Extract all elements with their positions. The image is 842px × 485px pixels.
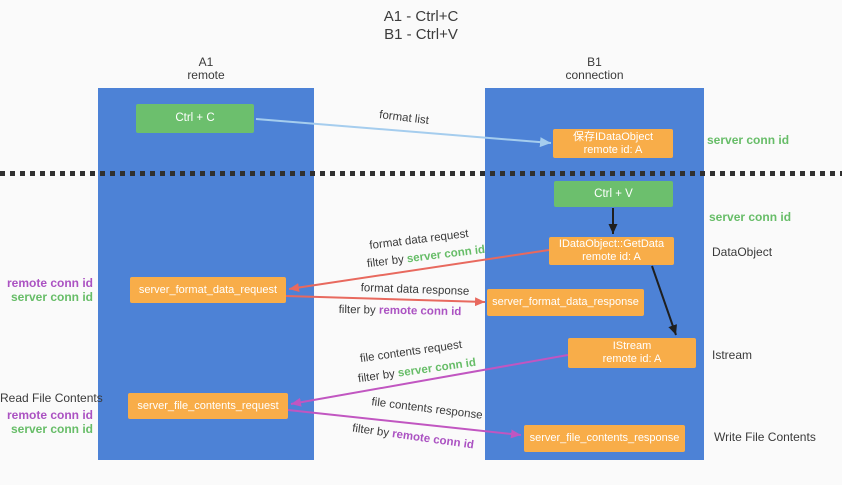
server-file-contents-response-label: server_file_contents_response <box>529 432 680 444</box>
file-request-conn-ids: remote conn id server conn id <box>0 408 93 436</box>
getdata-line2: remote id: A <box>582 251 641 263</box>
ctrl-c-node: Ctrl + C <box>136 104 254 133</box>
istream-side-label: Istream <box>712 348 753 362</box>
istream-line1: IStream <box>612 340 652 352</box>
server-format-data-request-node: server_format_data_request <box>130 277 286 303</box>
istream-line2: remote id: A <box>602 353 662 365</box>
getdata-to-istream-arrow <box>651 265 677 336</box>
filter-by-text: filter by <box>338 303 376 317</box>
remote-conn-id-text: remote conn id <box>378 304 462 319</box>
server-conn-id-label: server conn id <box>10 290 93 304</box>
getdata-line1: IDataObject::GetData <box>558 238 665 250</box>
save-idataobject-node: 保存IDataObject remote id: A <box>553 129 673 158</box>
server-file-contents-request-label: server_file_contents_request <box>137 399 279 412</box>
format-data-response-arrow <box>285 295 486 307</box>
remote-conn-id-label: remote conn id <box>6 276 93 290</box>
server-format-data-request-label: server_format_data_request <box>138 283 278 296</box>
right-column-name: B1 <box>587 55 602 69</box>
ctrl-v-label: Ctrl + V <box>594 187 633 200</box>
server-file-contents-request-node: server_file_contents_request <box>128 393 288 419</box>
ctrl-v-node: Ctrl + V <box>554 181 673 207</box>
server-conn-id-label: server conn id <box>10 422 93 436</box>
save-idataobject-line1: 保存IDataObject <box>572 130 654 143</box>
right-column-subtitle: connection <box>565 68 624 82</box>
server-file-contents-response-node: server_file_contents_response <box>524 425 685 452</box>
ctrl-c-label: Ctrl + C <box>175 112 215 124</box>
left-column-name: A1 <box>198 55 214 69</box>
right-column-header: B1 connection <box>485 56 704 82</box>
title-line-1: A1 - Ctrl+C <box>383 8 459 25</box>
format-list-arrow <box>255 118 552 148</box>
server-format-data-response-label: server_format_data_response <box>492 296 639 308</box>
getdata-node: IDataObject::GetData remote id: A <box>549 237 674 265</box>
server-format-data-response-node: server_format_data_response <box>487 289 644 316</box>
write-file-contents-label: Write File Contents <box>714 430 816 444</box>
format-request-conn-ids: remote conn id server conn id <box>0 276 93 304</box>
remote-conn-id-label: remote conn id <box>6 408 93 422</box>
left-column-subtitle: remote <box>187 68 225 82</box>
file-contents-request-arrow <box>290 354 569 407</box>
save-idataobject-line2: remote id: A <box>583 143 643 156</box>
dataobject-label: DataObject <box>712 245 773 259</box>
file-contents-response-arrow <box>287 409 522 439</box>
format-data-request-arrow <box>288 249 550 292</box>
title-line-2: B1 - Ctrl+V <box>384 26 458 43</box>
phase-separator-dotted-line <box>0 171 842 176</box>
format-data-response-filter-label: filter by remote conn id <box>339 304 462 318</box>
server-conn-id-label-top: server conn id <box>707 133 790 147</box>
diagram-title: A1 - Ctrl+C B1 - Ctrl+V <box>0 8 842 44</box>
left-column-header: A1 remote <box>98 56 314 82</box>
istream-node: IStream remote id: A <box>568 338 696 368</box>
read-file-contents-label: Read File Contents <box>0 391 103 405</box>
server-conn-id-label-mid: server conn id <box>709 210 792 224</box>
